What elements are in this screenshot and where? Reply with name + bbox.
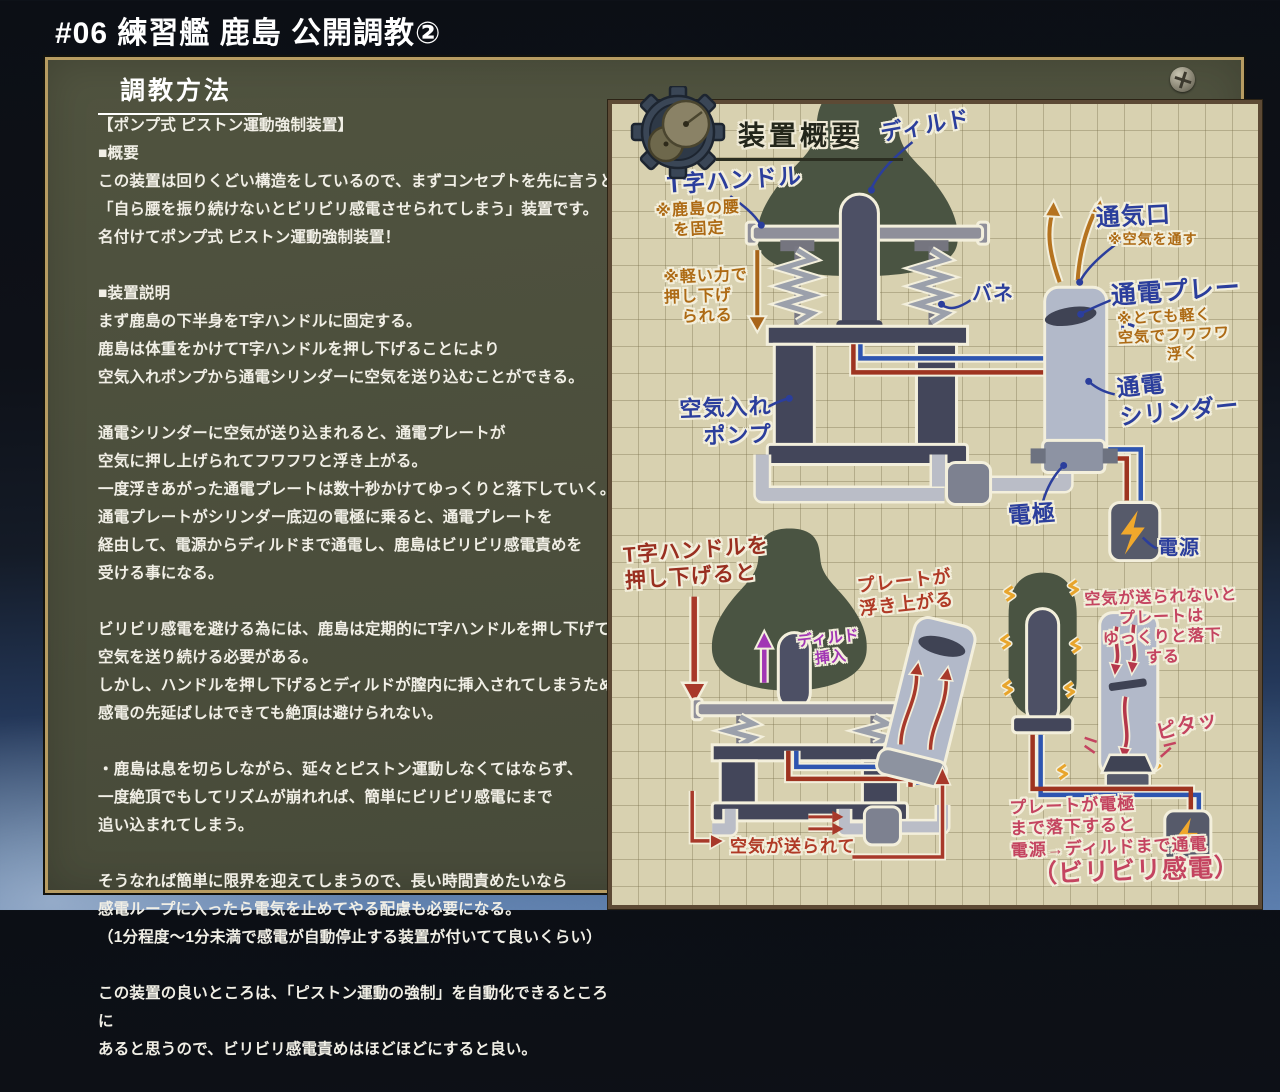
paragraph-rhythm: ・鹿島は息を切らしながら、延々とピストン運動しなくてはならず、 一度絶頂でもして… <box>98 761 583 834</box>
page-title: #06 練習艦 鹿島 公開調教② <box>55 8 520 60</box>
label-pointers <box>729 141 1158 550</box>
paragraph-avoid-shock: ビリビリ感電を避ける為には、鹿島は定期的にT字ハンドルを押し下げて 空気を送り続… <box>98 621 615 722</box>
air-up-arrow <box>928 678 948 750</box>
label-push-note: ※軽い力で 押し下げ られる <box>663 266 749 327</box>
air-up-arrow <box>899 672 919 745</box>
diagram-3-discharge-state <box>998 572 1213 865</box>
label-spring: バネ <box>972 283 1014 305</box>
electrode-3 <box>1099 753 1156 775</box>
charge-plate-dropped <box>1108 678 1147 691</box>
fall-arrow <box>1114 626 1120 666</box>
label-pump: 空気入れ ポンプ <box>679 393 773 450</box>
diagram-1-pump-device <box>729 104 1162 563</box>
pump-top-plate <box>765 324 970 346</box>
label-discharge: プレートが電極 まで落下すると 電源→ディルドまで通電 <box>1008 794 1208 860</box>
fall-arrow <box>1122 696 1129 750</box>
wire-blue <box>858 344 1073 441</box>
diagram-panel: 装置概要 T字ハンドル ※鹿島の腰 を固定 ※軽い力で 押し下げ られる ディル… <box>608 100 1262 909</box>
label-plate-falls: 空気が送られないと プレートは ゆっくりと落下 する <box>1084 586 1238 667</box>
charge-plate-floating <box>918 635 966 657</box>
lightning-icon <box>1120 510 1145 555</box>
air-flow-arrow <box>852 780 945 859</box>
lightning-icon <box>1174 817 1198 858</box>
label-dildo-insert: ディルド 挿入 <box>796 626 861 669</box>
paragraph-overview: 【ポンプ式 ピストン運動強制装置】 ■概要 この装置は回りくどい構造をしているの… <box>98 117 616 246</box>
method-heading: 調教方法 <box>98 71 263 115</box>
diagram-2-pressed-state <box>680 528 977 861</box>
spring-compressed <box>851 714 895 748</box>
label-t-handle-note: ※鹿島の腰 を固定 <box>655 198 741 241</box>
label-press-handle: T字ハンドルを 押し下げると <box>622 533 770 594</box>
label-vent-note: ※空気を通す <box>1108 231 1198 247</box>
body-silhouette-2 <box>711 528 867 691</box>
label-power: 電源 <box>1158 537 1200 559</box>
dildo-shocking <box>1025 607 1061 727</box>
air-flow-arrow <box>690 790 711 843</box>
label-plate-note: ※とても軽く 空気でフワフワ 浮く <box>1116 306 1231 366</box>
fall-arrow <box>1131 624 1137 664</box>
pipe-valve-box <box>945 460 993 507</box>
pipe-valve-box-2 <box>862 805 902 847</box>
label-vent: 通気口 <box>1095 201 1172 232</box>
screw-icon <box>1170 67 1195 92</box>
diagram-heading: 装置概要 <box>716 114 903 161</box>
pump-cylinder-left <box>772 342 816 454</box>
machine-diagram <box>680 104 1213 865</box>
electrode-box <box>1041 438 1107 474</box>
method-text: 【ポンプ式 ピストン運動強制装置】 ■概要 この装置は回りくどい構造をしているの… <box>98 112 623 1092</box>
t-handle-bar-pressed <box>695 701 924 718</box>
paragraph-conclusion: この装置の良いところは、「ピストン運動の強制」を自動化できるところに あると思う… <box>98 985 609 1058</box>
pump-bottom-bar-2 <box>710 801 909 823</box>
gear-icon <box>630 86 726 180</box>
label-air-sent: 空気が送られて <box>730 837 856 856</box>
paragraph-device-desc: ■装置説明 まず鹿島の下半身をT字ハンドルに固定する。 鹿島は体重をかけてT字ハ… <box>98 285 584 386</box>
paragraph-limit: そうなれば簡単に限界を迎えてしまうので、長い時間責めたいなら 感電ループに入った… <box>98 873 602 946</box>
label-electrode: 電極 <box>1007 499 1057 529</box>
spring-right <box>907 248 956 325</box>
spring-left <box>773 248 822 325</box>
spring-compressed <box>717 714 761 748</box>
paragraph-cylinder: 通電シリンダーに空気が送り込まれると、通電プレートが 空気に押し上げられてフワフ… <box>98 425 616 582</box>
air-pipe <box>755 454 945 501</box>
